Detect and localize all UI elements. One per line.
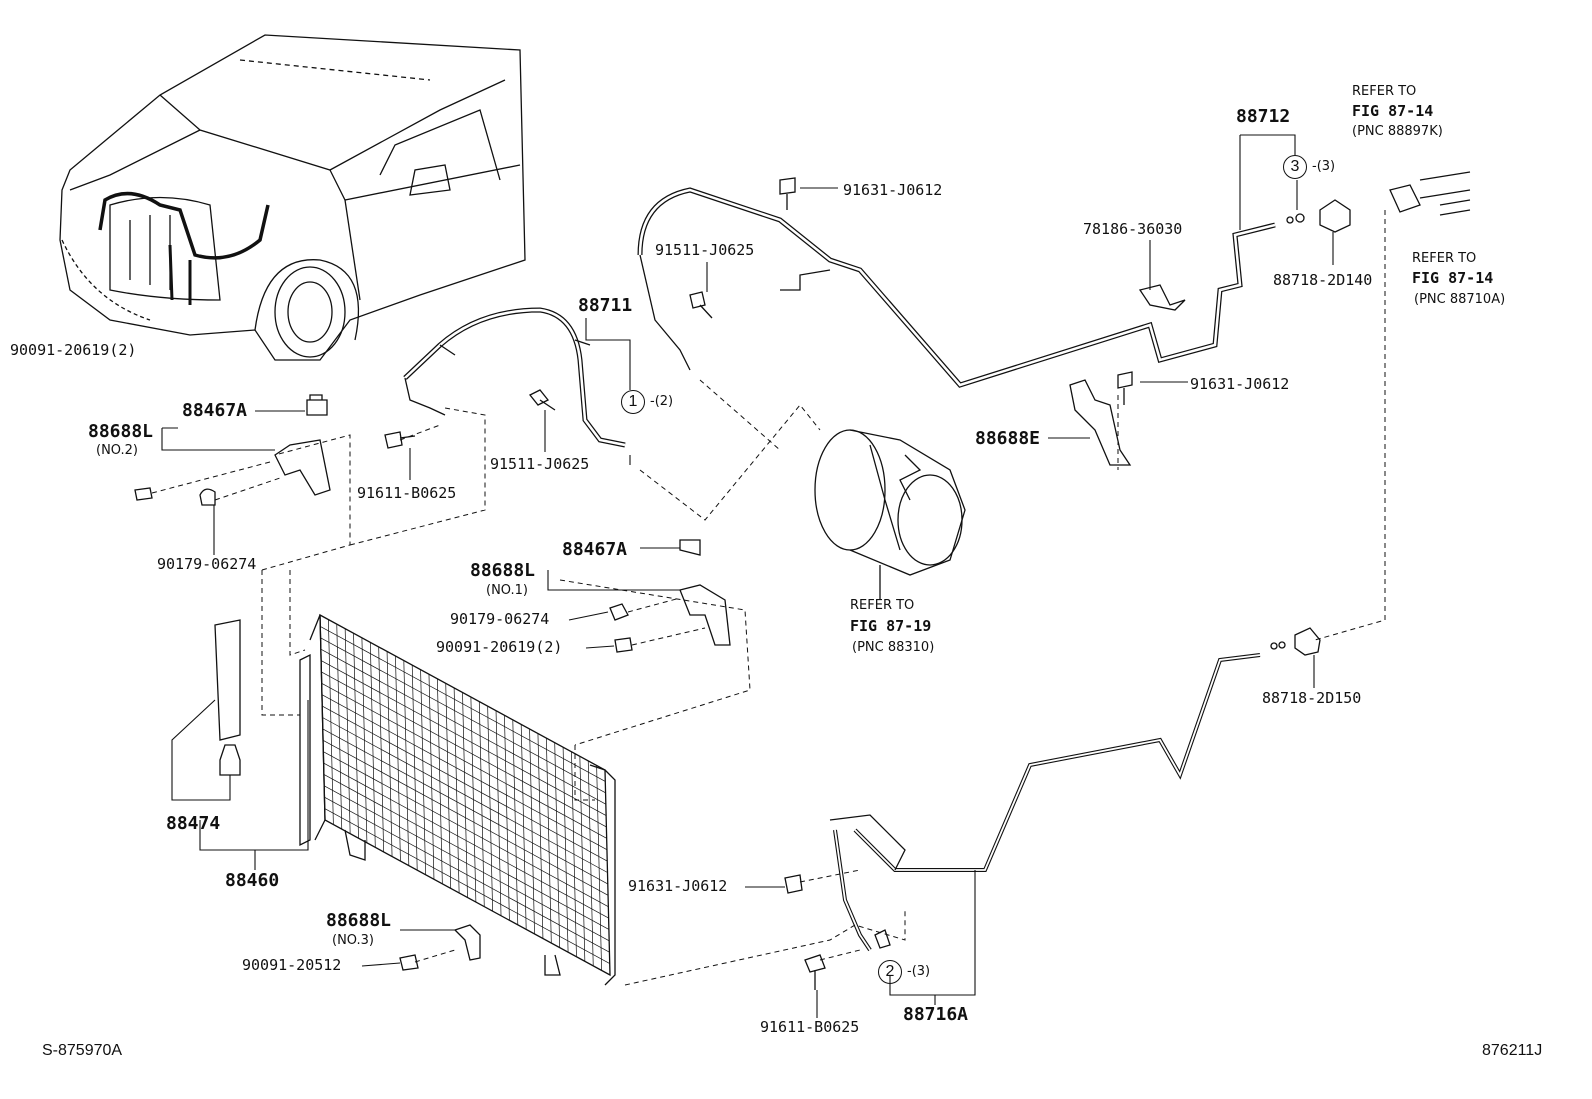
part-91511-J0625-mid: 91511-J0625 [490, 455, 590, 473]
part-88688L-no1: 88688L [470, 560, 536, 581]
vehicle-illustration [59, 34, 526, 361]
part-88688L-no2: 88688L [88, 421, 154, 442]
part-88467A-top: 88467A [182, 400, 248, 421]
part-90179-06274-mid: 90179-06274 [450, 610, 550, 628]
part-90091-20512: 90091-20512 [242, 956, 342, 974]
illustration-code-left: S-875970A [42, 1042, 123, 1059]
no3-label: (NO.3) [332, 933, 374, 948]
part-91611-B0625-top: 91611-B0625 [357, 484, 457, 502]
hardware-parts [134, 171, 1471, 990]
part-90091-20619-top: 90091-20619(2) [10, 341, 137, 359]
part-88460: 88460 [225, 870, 280, 891]
ref-right-line1: REFER TO [1412, 251, 1477, 266]
dashed-guides [151, 210, 1386, 986]
part-90179-06274-top: 90179-06274 [157, 555, 257, 573]
part-88711: 88711 [578, 295, 633, 316]
part-88712: 88712 [1236, 106, 1291, 127]
ref-compressor-line2: FIG 87-19 [850, 617, 932, 635]
ref-top-line2: FIG 87-14 [1352, 102, 1434, 120]
part-88688E: 88688E [975, 428, 1041, 449]
condenser-fins [320, 619, 610, 971]
compressor-illustration [814, 429, 966, 600]
ref-compressor-line3: (PNC 88310) [852, 640, 935, 655]
ref-top-line1: REFER TO [1352, 84, 1417, 99]
part-78186-36030: 78186-36030 [1083, 220, 1183, 238]
ref-compressor-line1: REFER TO [850, 598, 915, 613]
ref-top-line3: (PNC 88897K) [1352, 124, 1443, 139]
callout-circle-3: 3 [1283, 155, 1307, 179]
ref-right-line3: (PNC 88710A) [1414, 292, 1506, 307]
callout-qty-2: -(3) [907, 964, 931, 979]
part-90091-20619-mid: 90091-20619(2) [436, 638, 563, 656]
part-91631-J0612-bot: 91631-J0612 [628, 877, 728, 895]
callout-circle-2: 2 [878, 960, 902, 984]
part-91611-B0625-bot: 91611-B0625 [760, 1018, 860, 1036]
leader-lines [161, 134, 1334, 1018]
liquid-tube-88716A [829, 653, 1261, 952]
part-88688L-no3: 88688L [326, 910, 392, 931]
suction-hose-88712 [637, 187, 1276, 388]
part-91511-J0625-top: 91511-J0625 [655, 241, 755, 259]
discharge-hose-88711 [403, 307, 626, 448]
part-88718-2D150: 88718-2D150 [1262, 689, 1362, 707]
part-91631-J0612-mid: 91631-J0612 [1190, 375, 1290, 393]
part-88716A: 88716A [903, 1004, 969, 1025]
no2-label: (NO.2) [96, 443, 138, 458]
callout-qty-1: -(2) [650, 394, 674, 409]
part-88467A-mid: 88467A [562, 539, 628, 560]
callout-circle-1: 1 [621, 390, 645, 414]
ref-right-line2: FIG 87-14 [1412, 269, 1494, 287]
part-88474: 88474 [166, 813, 221, 834]
callout-qty-3: -(3) [1312, 159, 1336, 174]
part-91631-J0612-top: 91631-J0612 [843, 181, 943, 199]
no1-label: (NO.1) [486, 583, 528, 598]
part-88718-2D140: 88718-2D140 [1273, 271, 1373, 289]
illustration-code-right: 876211J [1482, 1042, 1543, 1059]
